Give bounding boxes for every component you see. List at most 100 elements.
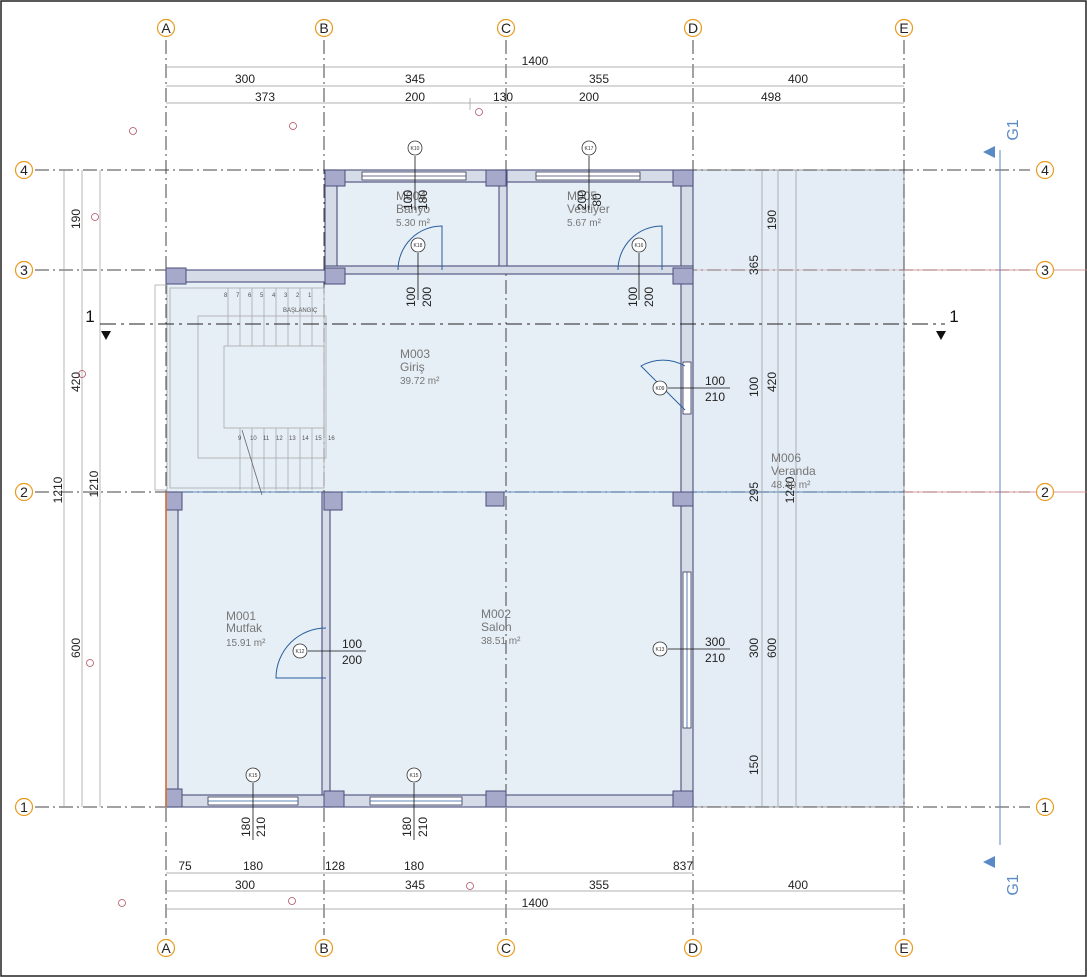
svg-text:12: 12 [276, 436, 283, 442]
opening-tag-veranda-door: K09 100 210 [652, 374, 730, 404]
svg-text:200: 200 [420, 287, 434, 307]
svg-text:E: E [899, 20, 908, 36]
dim-left-outer: 1210 [51, 476, 65, 503]
opening-tags: K10 100 180 K17 200 80 K18 100 200 K16 1… [239, 140, 730, 840]
svg-text:38.51 m²: 38.51 m² [481, 636, 521, 647]
svg-text:K18: K18 [414, 243, 423, 249]
svg-text:M002: M002 [481, 607, 511, 621]
svg-text:3: 3 [20, 262, 28, 278]
grid-bubble-2-left: 2 [14, 482, 34, 502]
svg-text:5.30 m²: 5.30 m² [396, 218, 431, 229]
grid-bubble-d-bottom: D [683, 938, 703, 958]
dim-right-mid-3: 600 [765, 638, 779, 658]
room-veranda: M006 Veranda 48.40 m² [771, 451, 816, 491]
dimension-lines-right [761, 170, 797, 807]
svg-text:100: 100 [705, 374, 725, 388]
svg-text:K17: K17 [585, 146, 594, 152]
svg-text:100: 100 [404, 287, 418, 307]
svg-text:K15: K15 [249, 773, 258, 779]
svg-text:D: D [688, 940, 698, 956]
svg-text:K12: K12 [296, 649, 305, 655]
svg-text:2: 2 [1041, 484, 1049, 500]
grid-bubble-c-top: C [496, 18, 516, 38]
stair-note: BAŞLANGIÇ [283, 308, 318, 314]
svg-text:100: 100 [342, 637, 362, 651]
dim-right-1: 190 [765, 210, 779, 230]
dim-left-mid: 1210 [87, 470, 101, 497]
svg-text:M001: M001 [226, 609, 256, 623]
svg-text:E: E [899, 940, 908, 956]
svg-text:Banyo: Banyo [396, 202, 430, 216]
dimension-text-left: 1210 1210 190 420 600 [51, 209, 101, 658]
dimension-text-right: 190 365 100 420 295 1240 300 600 150 [747, 210, 797, 775]
grid-bubble-a-bottom: A [156, 938, 176, 958]
dim-right-2: 100 [747, 377, 761, 397]
columns [165, 169, 694, 808]
grid-bubbles-columns-bottom: A B C D E [156, 938, 914, 958]
svg-text:210: 210 [254, 817, 268, 837]
dim-top-2: 345 [405, 72, 425, 86]
grid-bubble-1-left: 1 [14, 797, 34, 817]
svg-text:K13: K13 [656, 647, 665, 653]
svg-text:210: 210 [705, 390, 725, 404]
svg-text:2: 2 [296, 293, 300, 299]
svg-text:M003: M003 [400, 347, 430, 361]
stair [154, 284, 327, 496]
opening-tag-salon-bottom-window: K15 180 210 [400, 767, 430, 840]
room-giris: M003 Giriş 39.72 m² [400, 347, 440, 387]
dim-right-mid-2: 420 [765, 372, 779, 392]
dim-bottom2-4: 400 [788, 878, 808, 892]
dim-bottom-3: 128 [325, 859, 345, 873]
stair-step-labels: 8 7 6 5 4 3 2 1 9 10 11 12 13 14 15 16 B… [224, 293, 335, 442]
svg-text:1: 1 [308, 293, 312, 299]
svg-text:100: 100 [401, 190, 415, 210]
elevation-marker-bottom: G1 [1005, 874, 1022, 895]
svg-text:Salon: Salon [481, 620, 512, 634]
dimension-text-bottom: 75 180 128 180 837 300 345 355 400 1400 [178, 859, 808, 910]
svg-text:K15: K15 [410, 773, 419, 779]
svg-text:210: 210 [416, 817, 430, 837]
grid-bubble-4-left: 4 [14, 160, 34, 180]
svg-text:B: B [319, 940, 328, 956]
svg-text:15.91 m²: 15.91 m² [226, 638, 266, 649]
svg-text:14: 14 [302, 436, 309, 442]
svg-text:11: 11 [263, 436, 270, 442]
section-line: 1 1 [85, 307, 959, 340]
svg-text:K09: K09 [656, 386, 665, 392]
svg-text:100: 100 [626, 287, 640, 307]
dim-left-3: 600 [69, 638, 83, 658]
section-marker-left: 1 [85, 307, 94, 326]
dim-right-mid-1: 365 [747, 255, 761, 275]
floor-fills [166, 169, 905, 808]
svg-text:16: 16 [328, 436, 335, 442]
dim-bottom-1: 75 [178, 859, 192, 873]
dim-top2-5: 498 [761, 90, 781, 104]
grid-bubble-2-right: 2 [1035, 482, 1055, 502]
svg-text:1: 1 [1041, 799, 1049, 815]
svg-text:5.67 m²: 5.67 m² [567, 218, 602, 229]
svg-text:8: 8 [224, 293, 228, 299]
svg-text:4: 4 [272, 293, 276, 299]
svg-text:A: A [161, 940, 171, 956]
room-salon: M002 Salon 38.51 m² [481, 607, 521, 647]
door-swings [275, 225, 686, 679]
svg-text:7: 7 [236, 293, 240, 299]
svg-text:Mutfak: Mutfak [226, 621, 263, 635]
svg-text:39.72 m²: 39.72 m² [400, 376, 440, 387]
svg-text:200: 200 [642, 287, 656, 307]
dimension-lines-top [166, 66, 904, 110]
dim-top-1: 300 [235, 72, 255, 86]
svg-text:Veranda: Veranda [771, 464, 816, 478]
dim-bottom-2: 180 [243, 859, 263, 873]
opening-tag-vestiyer-window: K17 200 80 [575, 140, 604, 210]
opening-tag-banyo-door: K18 100 200 [404, 237, 434, 307]
svg-text:B: B [319, 20, 328, 36]
svg-text:180: 180 [416, 190, 430, 210]
grid-bubble-3-left: 3 [14, 260, 34, 280]
svg-text:M006: M006 [771, 451, 801, 465]
svg-text:200: 200 [342, 653, 362, 667]
dim-bottom-4: 180 [404, 859, 424, 873]
dim-bottom2-2: 345 [405, 878, 425, 892]
